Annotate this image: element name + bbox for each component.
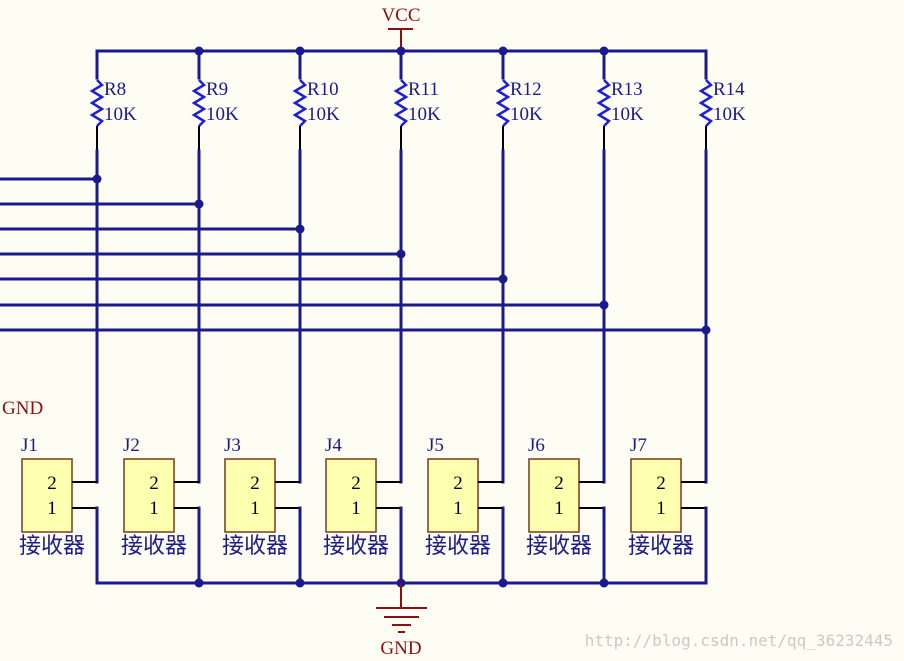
connector-body[interactable] <box>224 458 276 533</box>
connector-ref-label: J3 <box>224 435 241 456</box>
junction-dot <box>599 300 609 310</box>
connector-comment-label: 接收器 <box>526 534 592 559</box>
resistor-symbol <box>698 79 714 127</box>
resistor-ref-label: R11 <box>408 79 439 100</box>
resistor-value-label: 10K <box>104 104 137 125</box>
connector-pin-number-2: 2 <box>149 473 159 494</box>
channel-3: R10 10K 2 1 J3 接收器 <box>222 46 340 588</box>
gnd-label: GND <box>380 638 421 659</box>
connector-comment-label: 接收器 <box>425 534 491 559</box>
connector-pin-number-1: 1 <box>149 498 159 519</box>
signal-lines <box>0 177 708 332</box>
connector-pin-number-1: 1 <box>554 498 564 519</box>
connector-comment-label: 接收器 <box>19 534 85 559</box>
resistor-symbol <box>191 79 207 127</box>
connector-body[interactable] <box>528 458 580 533</box>
junction-dot <box>295 224 305 234</box>
resistor-ref-label: R8 <box>104 79 126 100</box>
connector-pin-number-1: 1 <box>47 498 57 519</box>
junction-dot <box>498 46 508 56</box>
junction-dot <box>295 46 305 56</box>
connector-pin-number-2: 2 <box>656 473 666 494</box>
resistor-value-label: 10K <box>408 104 441 125</box>
connector-ref-label: J6 <box>528 435 545 456</box>
channel-6: R13 10K 2 1 J6 接收器 <box>526 46 644 588</box>
connector-body[interactable] <box>123 458 175 533</box>
channel-2: R9 10K 2 1 J2 接收器 <box>121 46 239 588</box>
gnd-power-port: GND <box>376 583 427 659</box>
connector-comment-label: 接收器 <box>628 534 694 559</box>
connector-body[interactable] <box>630 458 682 533</box>
channel-7: R14 10K 2 1 J7 接收器 <box>628 49 746 585</box>
connector-ref-label: J1 <box>21 435 38 456</box>
connector-comment-label: 接收器 <box>121 534 187 559</box>
receiver-channels: R810K21J1接收器R910K21J2接收器R1010K21J3接收器R11… <box>19 46 746 588</box>
channel-1: R8 10K 2 1 J1 接收器 <box>19 49 137 585</box>
resistor-symbol <box>596 79 612 127</box>
junction-dot <box>92 174 102 184</box>
connector-pin-number-1: 1 <box>656 498 666 519</box>
connector-pin-number-2: 2 <box>47 473 57 494</box>
resistor-value-label: 10K <box>611 104 644 125</box>
resistor-value-label: 10K <box>206 104 239 125</box>
resistor-ref-label: R14 <box>713 79 745 100</box>
vcc-label: VCC <box>381 5 420 26</box>
junction-dot <box>599 46 609 56</box>
connector-ref-label: J4 <box>325 435 342 456</box>
connector-pin-number-2: 2 <box>250 473 260 494</box>
gnd-net-label: GND <box>2 398 43 419</box>
connector-comment-label: 接收器 <box>222 534 288 559</box>
connector-pin-number-2: 2 <box>554 473 564 494</box>
junction-dot <box>396 46 406 56</box>
resistor-symbol <box>89 79 105 127</box>
connector-ref-label: J2 <box>123 435 140 456</box>
channel-5: R12 10K 2 1 J5 接收器 <box>425 46 543 588</box>
resistor-value-label: 10K <box>713 104 746 125</box>
resistor-ref-label: R9 <box>206 79 228 100</box>
junction-dot <box>498 274 508 284</box>
resistor-value-label: 10K <box>510 104 543 125</box>
connector-pin-number-1: 1 <box>351 498 361 519</box>
watermark: http://blog.csdn.net/qq_36232445 <box>585 631 893 650</box>
connector-pin-number-2: 2 <box>351 473 361 494</box>
resistor-symbol <box>495 79 511 127</box>
connector-pin-number-1: 1 <box>250 498 260 519</box>
connector-body[interactable] <box>21 458 73 533</box>
connector-comment-label: 接收器 <box>323 534 389 559</box>
resistor-ref-label: R13 <box>611 79 643 100</box>
connector-pin-number-2: 2 <box>453 473 463 494</box>
channel-4: R11 10K 2 1 J4 接收器 <box>323 46 441 588</box>
resistor-value-label: 10K <box>307 104 340 125</box>
junction-dot <box>396 249 406 259</box>
connector-pin-number-1: 1 <box>453 498 463 519</box>
connector-ref-label: J7 <box>630 435 647 456</box>
vcc-power-port: VCC <box>381 5 421 50</box>
connector-body[interactable] <box>427 458 479 533</box>
resistor-symbol <box>393 79 409 127</box>
connector-body[interactable] <box>325 458 377 533</box>
resistor-ref-label: R12 <box>510 79 542 100</box>
resistor-ref-label: R10 <box>307 79 339 100</box>
connector-ref-label: J5 <box>427 435 444 456</box>
junction-dot <box>701 325 711 335</box>
junction-dot <box>194 199 204 209</box>
resistor-symbol <box>292 79 308 127</box>
junction-dot <box>194 46 204 56</box>
